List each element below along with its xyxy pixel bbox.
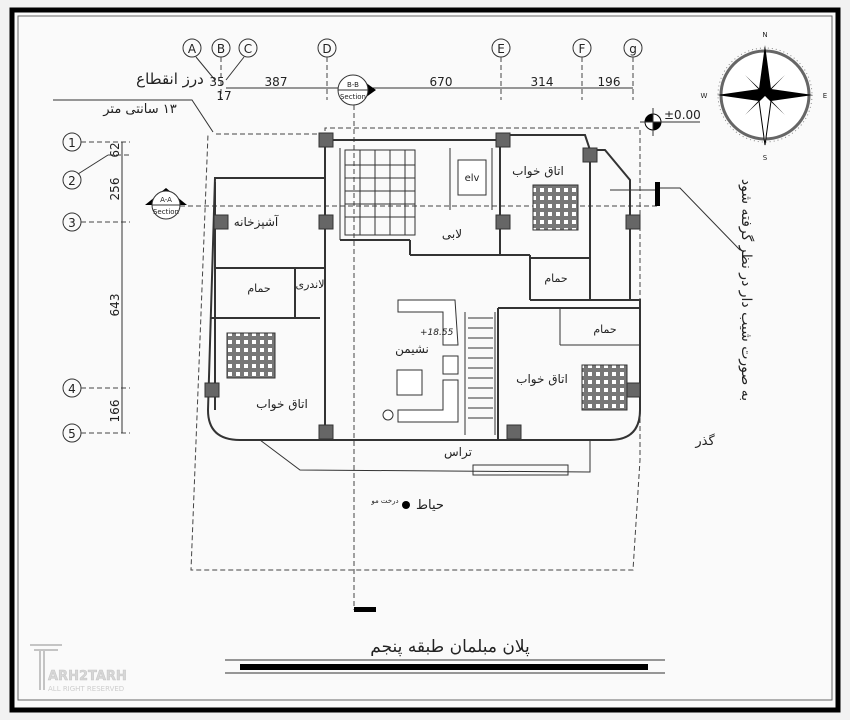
- svg-text:C: C: [244, 42, 252, 56]
- svg-text:E: E: [497, 42, 505, 56]
- svg-text:A-A: A-A: [160, 196, 172, 204]
- svg-text:Section: Section: [153, 208, 179, 216]
- svg-text:166: 166: [108, 400, 122, 423]
- grid-bubble-f: F: [572, 38, 592, 100]
- room-label-bedroom-left: اتاق خواب: [256, 397, 308, 412]
- svg-text:4: 4: [68, 382, 76, 396]
- structural-columns: [204, 132, 641, 440]
- stairs: [344, 149, 493, 419]
- section-marker-bb: B-B Section: [337, 74, 376, 612]
- grid-bubble-g: g: [623, 38, 643, 100]
- grid-bubble-d: D: [317, 38, 337, 100]
- terrace-outline: [259, 439, 591, 473]
- svg-text:670: 670: [430, 75, 453, 89]
- room-label-kitchen: آشپزخانه: [234, 214, 279, 230]
- svg-text:5: 5: [68, 427, 76, 441]
- inner-frame: [17, 15, 833, 701]
- floor-level: +18.55: [420, 328, 454, 338]
- room-label-terrace: تراس: [444, 445, 472, 460]
- svg-text:g: g: [629, 42, 637, 56]
- room-label-yard: حیاط: [416, 498, 444, 513]
- svg-text:W: W: [701, 92, 708, 100]
- svg-text:3: 3: [68, 216, 76, 230]
- grid-bubble-e: E: [491, 38, 511, 100]
- drawing-title: پلان مبلمان طبقه پنجم: [225, 637, 665, 674]
- svg-text:62: 62: [108, 142, 122, 157]
- room-label-bath-left: حمام: [247, 282, 270, 295]
- svg-text:B: B: [217, 42, 225, 56]
- svg-text:N: N: [762, 31, 767, 39]
- bed-left: [226, 332, 276, 379]
- grid-bubble-c: C: [225, 38, 258, 81]
- svg-text:۱۳ سانتی متر: ۱۳ سانتی متر: [102, 102, 177, 117]
- level-marker: ±0.00: [640, 108, 701, 136]
- grid-bubble-a: A: [182, 38, 216, 81]
- room-label-bath-right-1: حمام: [544, 272, 567, 285]
- room-label-bedroom-top-right: اتاق خواب: [512, 164, 564, 179]
- slope-note: به صورت شیب دار در نظر گرفته شود: [610, 179, 755, 401]
- svg-text:±0.00: ±0.00: [664, 108, 701, 122]
- tree-icon: [402, 501, 410, 509]
- room-label-bedroom-right: اتاق خواب: [516, 372, 568, 387]
- watermark-logo: ARH2TARH ALL RIGHT RESERVED: [30, 644, 127, 693]
- room-label-bath-right-2: حمام: [593, 323, 616, 336]
- svg-text:256: 256: [108, 178, 122, 201]
- expansion-joint-note: درز انقطاع ۱۳ سانتی متر: [53, 70, 214, 133]
- outer-frame: [9, 7, 841, 713]
- svg-text:17: 17: [216, 89, 231, 103]
- room-labels: آشپزخانه حمام لاندری اتاق خواب لابی اتاق…: [234, 164, 716, 513]
- grid-bubble-2: 2: [62, 154, 130, 190]
- svg-text:643: 643: [108, 294, 122, 317]
- grid-columns: A B C D E F g: [182, 38, 643, 100]
- room-label-laundry: لاندری: [295, 278, 324, 291]
- svg-text:پلان مبلمان طبقه پنجم: پلان مبلمان طبقه پنجم: [370, 637, 530, 657]
- svg-text:ARH2TARH: ARH2TARH: [48, 669, 127, 684]
- section-marker-aa: A-A Section: [145, 182, 660, 220]
- svg-text:196: 196: [598, 75, 621, 89]
- bed-right: [581, 364, 628, 411]
- north-arrow-compass-icon: N S E W: [701, 31, 828, 162]
- svg-text:F: F: [579, 42, 586, 56]
- grid-bubble-b: B: [211, 38, 231, 100]
- svg-text:35: 35: [209, 75, 224, 89]
- svg-text:B-B: B-B: [347, 81, 359, 89]
- elevator: elv: [457, 159, 487, 196]
- svg-text:elv: elv: [465, 173, 480, 184]
- svg-text:2: 2: [68, 174, 76, 188]
- sofa-set: [382, 299, 459, 423]
- bed-top-right: [532, 184, 579, 231]
- svg-text:314: 314: [531, 75, 554, 89]
- tree-label: درخت مو: [370, 497, 398, 505]
- svg-text:Section: Section: [340, 93, 366, 101]
- svg-text:درز انقطاع: درز انقطاع: [136, 70, 204, 88]
- svg-text:387: 387: [265, 75, 288, 89]
- room-label-lobby: لابی: [442, 227, 462, 241]
- svg-text:1: 1: [68, 136, 76, 150]
- svg-text:ALL RIGHT RESERVED: ALL RIGHT RESERVED: [48, 685, 124, 693]
- svg-text:E: E: [823, 92, 827, 100]
- room-label-living: نشیمن: [395, 342, 429, 357]
- horizontal-dimensions: 35 17 387 670 314 196: [209, 75, 633, 103]
- passage-label: گذر: [694, 433, 715, 449]
- site-boundary: [190, 127, 641, 571]
- grid-rows: 1 2 3 4 5 62 256 643 166: [62, 132, 130, 443]
- building-walls: [206, 134, 641, 441]
- svg-text:S: S: [763, 154, 768, 162]
- svg-text:A: A: [188, 42, 197, 56]
- svg-text:به صورت شیب دار در نظر گرفته ش: به صورت شیب دار در نظر گرفته شود: [738, 179, 755, 401]
- svg-text:D: D: [322, 42, 331, 56]
